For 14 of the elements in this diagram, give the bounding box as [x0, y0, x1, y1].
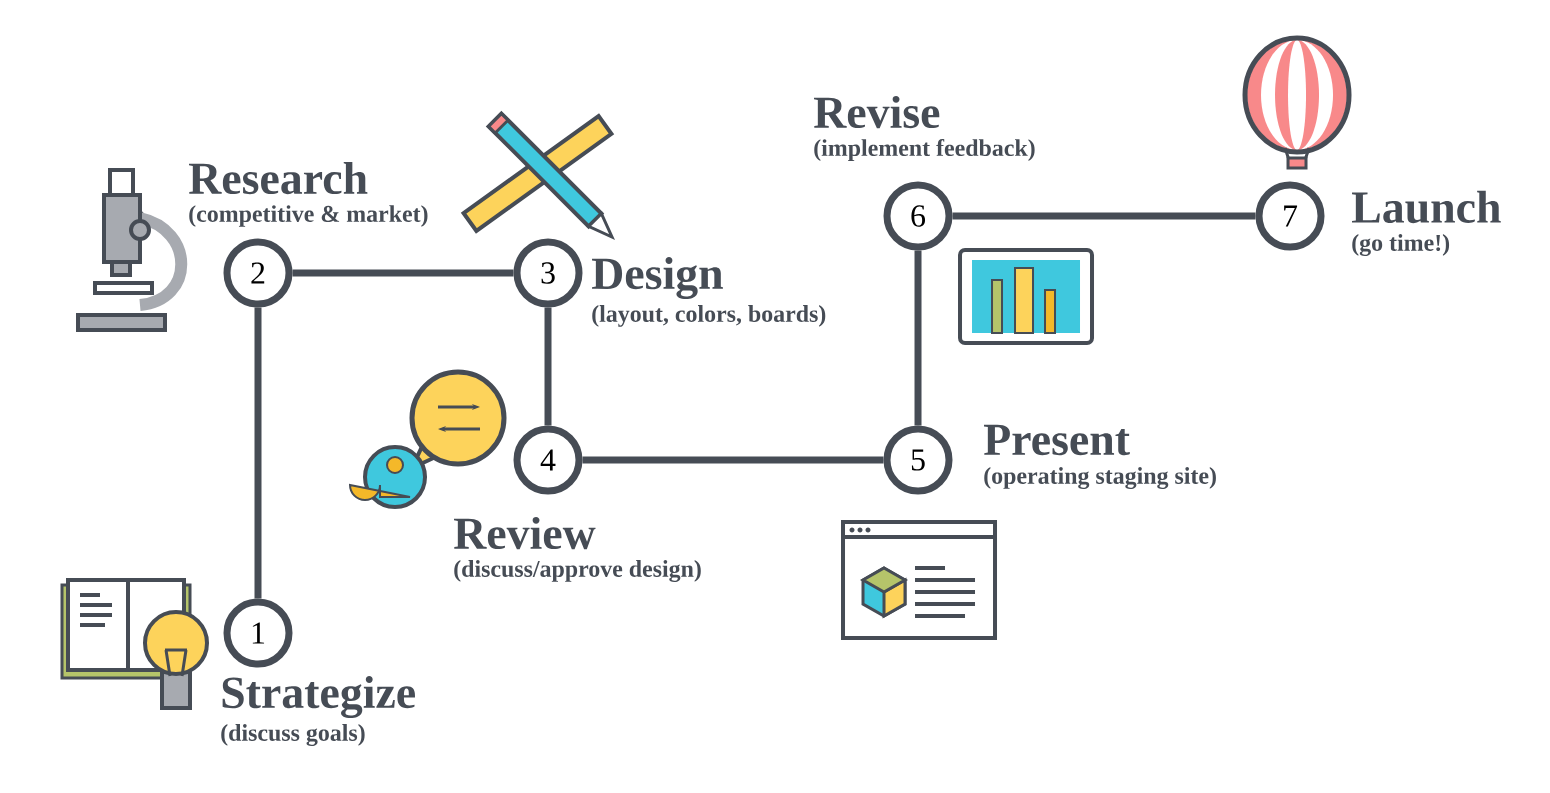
- step-title: Design: [592, 257, 723, 299]
- step-title: Research: [189, 161, 368, 195]
- step-subtitle: (discuss goals): [221, 724, 365, 746]
- step-subtitle: (layout, colors, boards): [592, 305, 826, 327]
- step-subtitle: (implement feedback): [814, 139, 1035, 161]
- step-title: Launch: [1352, 190, 1501, 224]
- step-title: Present: [984, 424, 1130, 456]
- step-title: Review: [454, 516, 596, 550]
- step-subtitle: (operating staging site): [984, 467, 1216, 489]
- step-subtitle: (discuss/approve design): [454, 560, 701, 582]
- step-title: Strategize: [222, 676, 415, 718]
- step-subtitle: (competitive & market): [189, 205, 428, 227]
- step-subtitle: (go time!): [1352, 234, 1450, 256]
- step-title: Revise: [814, 95, 940, 129]
